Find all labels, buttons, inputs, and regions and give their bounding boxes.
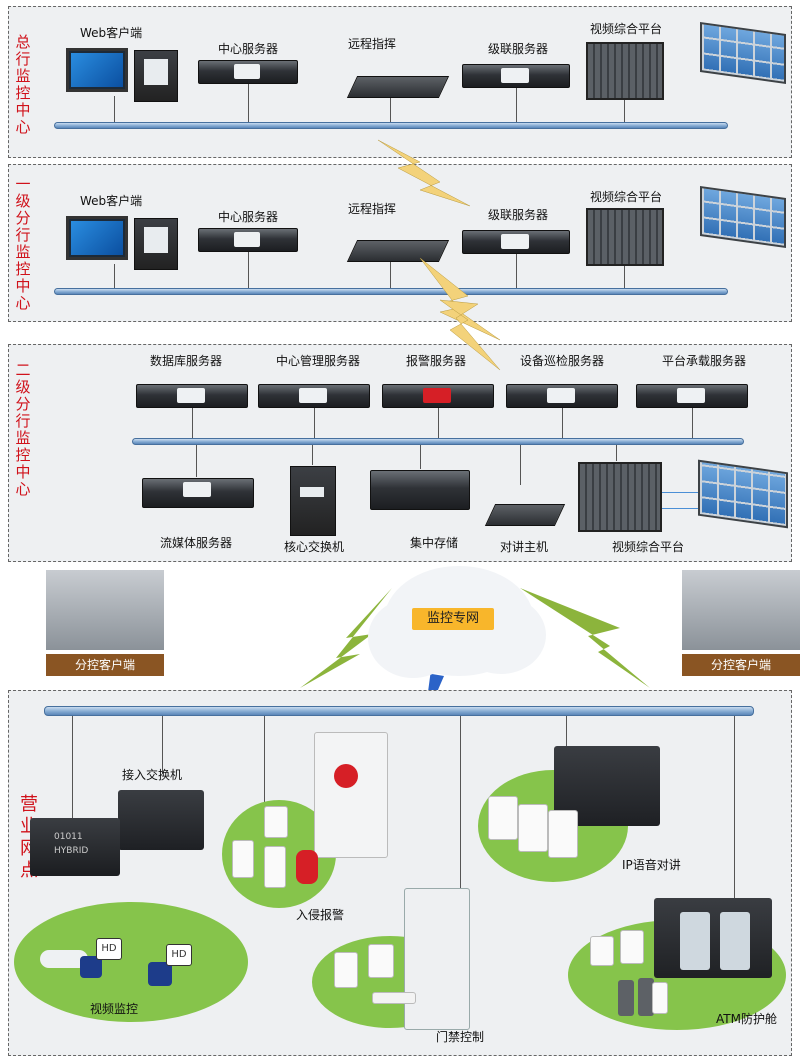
b2-alarm-server-label: 报警服务器	[406, 354, 467, 368]
private-network-label: 监控专网	[412, 608, 494, 630]
b1-center-server-icon	[198, 228, 298, 252]
alarm-icon	[334, 764, 358, 788]
head-office-label: 总行监控中心	[15, 33, 31, 136]
b2-central-storage-label: 集中存储	[410, 536, 459, 550]
b2-intercom-host-label: 对讲主机	[500, 540, 549, 554]
b1-network-bus	[54, 288, 728, 295]
atm-cabin-icon	[654, 898, 772, 978]
sensor-icon	[638, 978, 654, 1016]
b2-streaming-server-icon	[142, 478, 254, 508]
camera-icon	[148, 962, 172, 986]
atm-cabin-label: ATM防护舱	[716, 1012, 777, 1026]
b1-center-server-label: 中心服务器	[218, 210, 279, 224]
hd-badge-icon: HD	[166, 944, 192, 966]
access-control-panel-icon	[404, 888, 470, 1030]
ho-cascade-server-icon	[462, 64, 570, 88]
speaker-icon	[548, 810, 578, 858]
b2-alarm-server-icon	[382, 384, 494, 408]
sub-client-left-photo	[46, 570, 164, 650]
ho-network-bus	[54, 122, 728, 129]
b1-cascade-server-label: 级联服务器	[488, 208, 549, 222]
alarm-button-icon	[590, 936, 614, 966]
card-reader-icon	[334, 952, 358, 988]
magnetic-lock-icon	[372, 992, 416, 1004]
intrusion-alarm-label: 入侵报警	[296, 908, 345, 922]
atm-cabin-door-icon	[680, 912, 710, 970]
ho-video-platform-label: 视频综合平台	[590, 22, 663, 36]
access-control-label: 门禁控制	[436, 1030, 485, 1044]
hd-badge-icon: HD	[96, 938, 122, 960]
b2-platform-server-label: 平台承载服务器	[662, 354, 747, 368]
camera-icon	[40, 950, 88, 968]
b1-video-platform-label: 视频综合平台	[590, 190, 663, 204]
ho-cascade-server-label: 级联服务器	[488, 42, 549, 56]
pir-sensor-icon	[264, 846, 286, 888]
b2-database-server-label: 数据库服务器	[150, 354, 223, 368]
b1-video-platform-icon	[586, 208, 664, 266]
b2-central-storage-icon	[370, 470, 470, 510]
b2-database-server-icon	[136, 384, 248, 408]
b1-remote-command-label: 远程指挥	[348, 202, 397, 216]
ho-video-platform-icon	[586, 42, 664, 100]
video-surveillance-label: 视频监控	[90, 1002, 139, 1016]
camera-icon	[80, 956, 102, 978]
speaker-icon	[620, 930, 644, 964]
branch1-label: 一级分行监控中心	[15, 175, 31, 312]
b2-inspection-server-icon	[506, 384, 618, 408]
sub-client-right-label: 分控客户端	[682, 654, 800, 676]
alarm-button-icon	[264, 806, 288, 838]
siren-icon	[296, 850, 318, 884]
b2-core-switch-label: 核心交换机	[284, 540, 345, 554]
b2-core-switch-icon	[290, 466, 336, 536]
ho-center-server-icon	[198, 60, 298, 84]
b2-center-mgmt-server-label: 中心管理服务器	[276, 354, 361, 368]
outlet-network-bus	[44, 706, 754, 716]
sensor-icon	[618, 980, 634, 1016]
b1-web-client-label: Web客户端	[80, 194, 143, 208]
ho-web-client-tower-icon	[134, 50, 178, 102]
b2-center-mgmt-server-icon	[258, 384, 370, 408]
access-switch-label: 接入交换机	[122, 768, 183, 782]
sub-client-right-photo	[682, 570, 800, 650]
access-switch-icon	[118, 790, 204, 850]
branch2-label: 二级分行监控中心	[15, 361, 31, 498]
sub-client-left-label: 分控客户端	[46, 654, 164, 676]
atm-cabin-door-icon	[720, 912, 750, 970]
sensor-icon	[652, 982, 668, 1014]
ho-remote-command-label: 远程指挥	[348, 37, 397, 51]
pir-sensor-icon	[232, 840, 254, 878]
ho-center-server-label: 中心服务器	[218, 42, 279, 56]
b2-video-platform-icon	[578, 462, 662, 532]
b1-web-client-tower-icon	[134, 218, 178, 270]
b2-video-platform-label: 视频综合平台	[612, 540, 685, 554]
b1-web-client-monitor-icon	[66, 216, 128, 260]
b2-streaming-server-label: 流媒体服务器	[160, 536, 233, 550]
dvr-icon: 01011 HYBRID	[30, 818, 120, 876]
b1-cascade-server-icon	[462, 230, 570, 254]
ho-web-client-label: Web客户端	[80, 26, 143, 40]
speaker-icon	[488, 796, 518, 840]
b2-platform-server-icon	[636, 384, 748, 408]
access-card-icon	[368, 944, 394, 978]
b2-inspection-server-label: 设备巡检服务器	[520, 354, 605, 368]
ho-web-client-monitor-icon	[66, 48, 128, 92]
ip-intercom-label: IP语音对讲	[622, 858, 681, 872]
speaker-icon	[518, 804, 548, 852]
alarm-panel-icon	[314, 732, 388, 858]
b2-network-bus	[132, 438, 744, 445]
